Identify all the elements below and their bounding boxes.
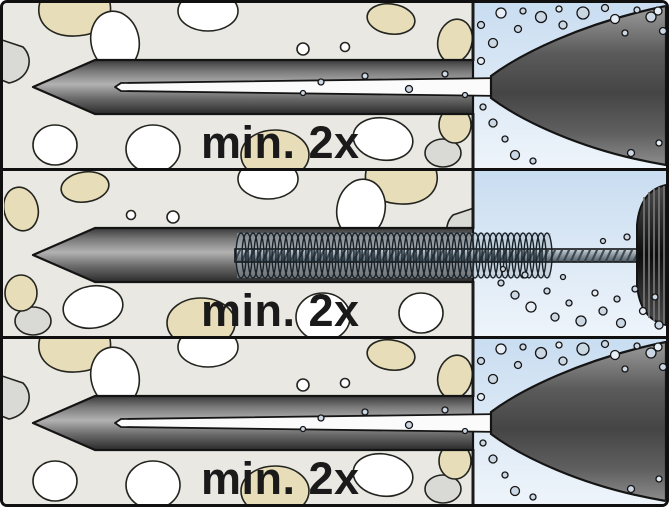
blow-out-illustration-2 [3, 339, 666, 504]
brush-illustration [3, 171, 666, 336]
panel-divider [3, 168, 666, 171]
step-1-repeat-count-label: min. 2x [201, 117, 360, 168]
panel-step-1-blow-out: min. 2x [3, 3, 666, 168]
panel-step-3-blow-out: min. 2x [3, 339, 666, 504]
step-3-repeat-count-label: min. 2x [201, 453, 360, 504]
blow-out-illustration-1 [3, 3, 666, 168]
panel-divider [3, 336, 666, 339]
step-2-repeat-count-label: min. 2x [201, 285, 360, 336]
panel-step-2-brush: min. 2x [3, 171, 666, 336]
